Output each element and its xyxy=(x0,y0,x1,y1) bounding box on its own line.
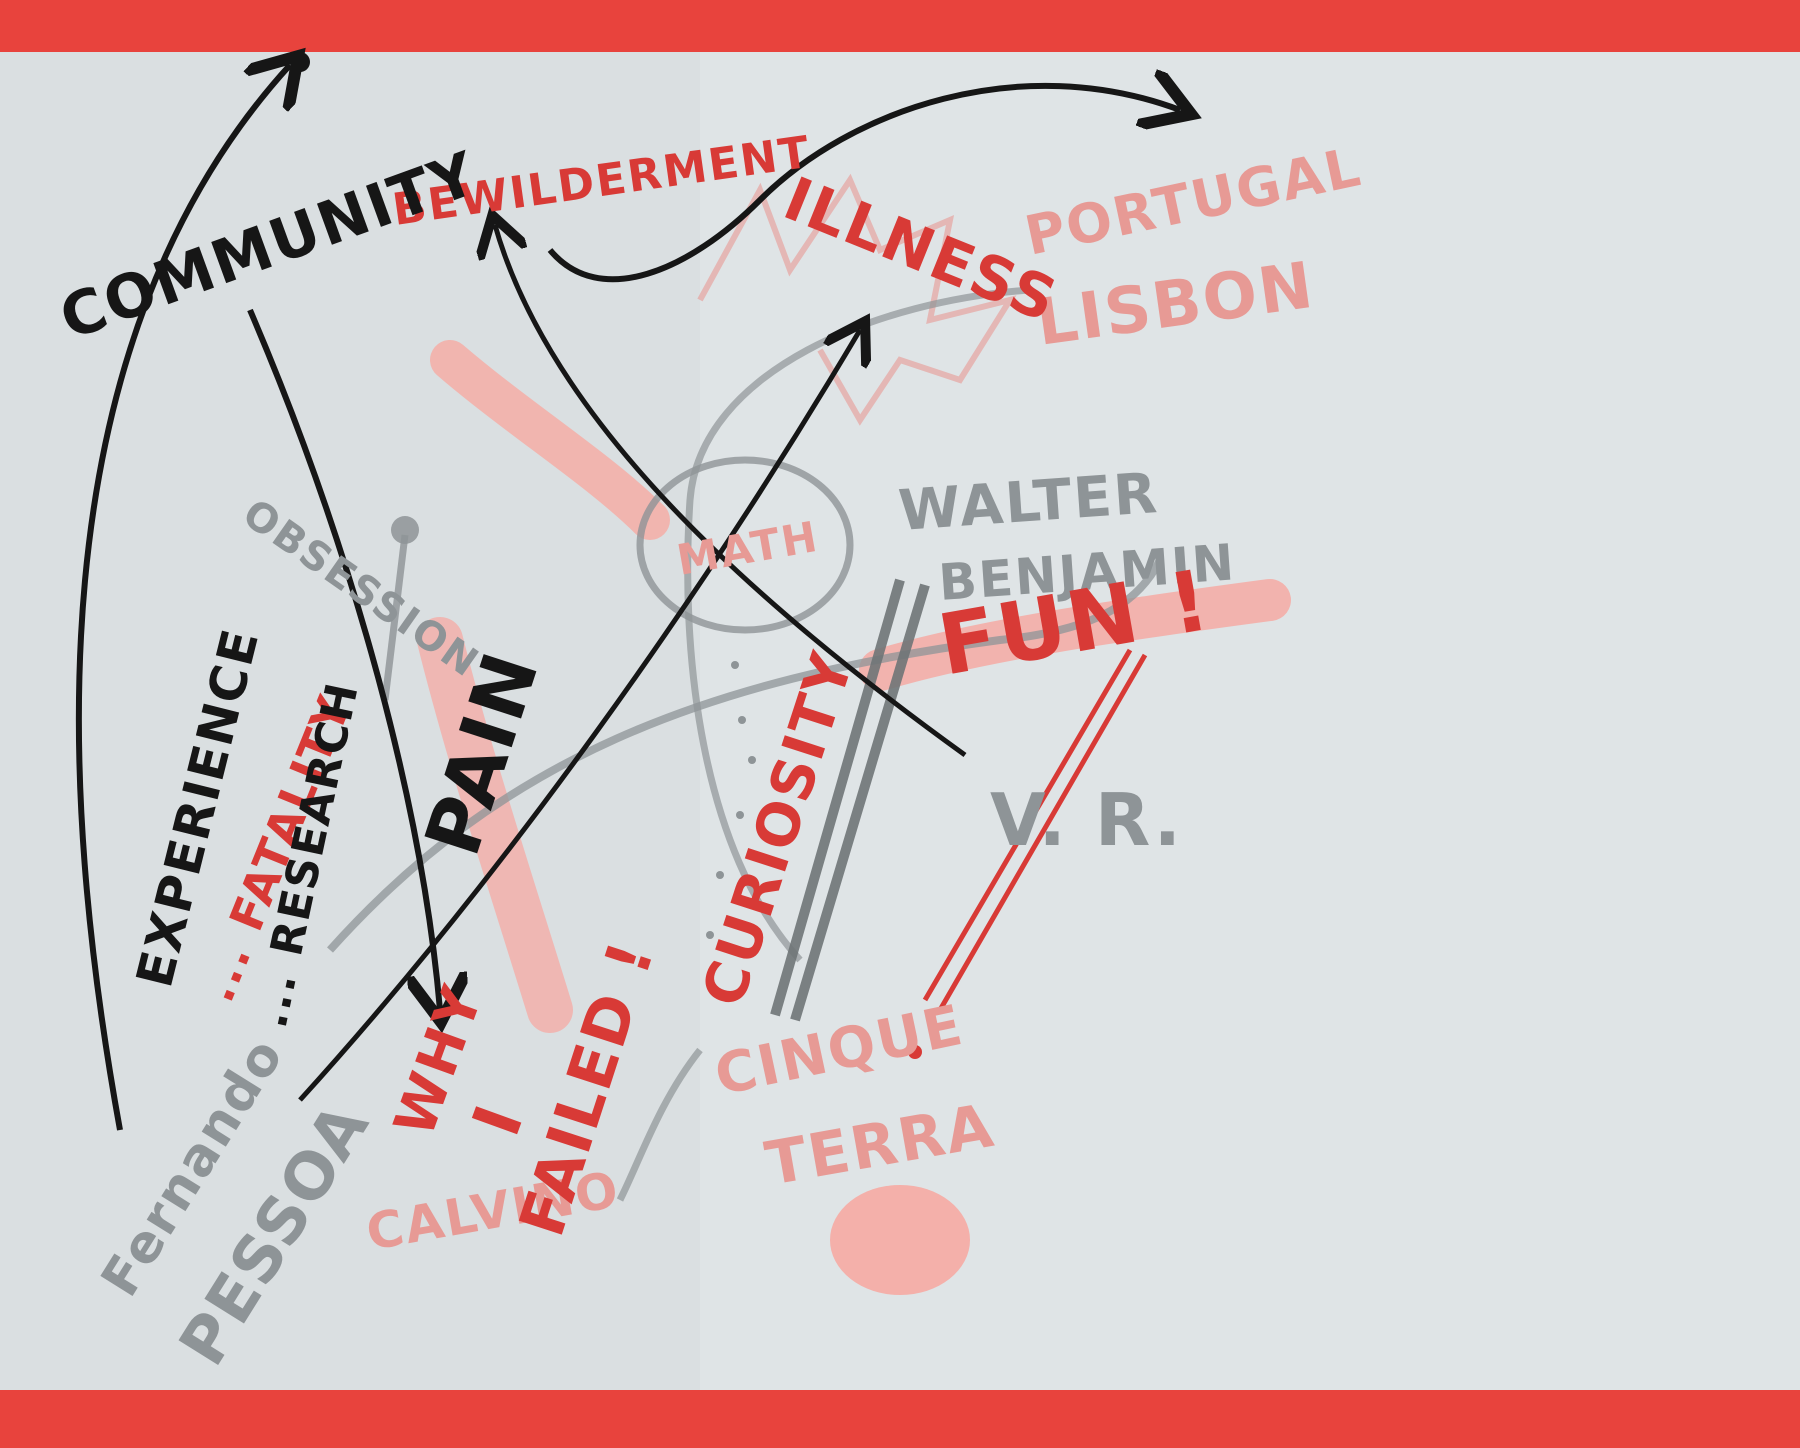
dotted-line xyxy=(706,661,756,939)
gray-curve-long xyxy=(327,558,1164,953)
pin-line xyxy=(381,534,409,701)
top-tape xyxy=(0,0,1800,60)
arrow-community-to-why xyxy=(247,308,440,1010)
math-circle xyxy=(636,456,854,634)
arrow-cross-to-bewilderment xyxy=(495,225,967,758)
highlight-stroke-left xyxy=(430,340,670,540)
gray-curve-bottom xyxy=(616,1047,703,1202)
pin-head xyxy=(391,516,419,544)
faded-zigzag xyxy=(697,173,1017,426)
arrow-top-dot xyxy=(290,52,310,72)
label-vr: V. R. xyxy=(990,778,1183,862)
red-dot xyxy=(908,1045,922,1059)
arrow-to-top xyxy=(75,65,290,1131)
highlight-blob xyxy=(830,1185,970,1295)
bottom-tape xyxy=(0,1380,1800,1448)
arrow-pessoa-to-illness xyxy=(298,330,860,1102)
double-stroke-gray xyxy=(770,578,930,1022)
gray-curve-loop xyxy=(684,286,1031,963)
highlight-stroke-diagonal xyxy=(417,617,573,1033)
arrow-illness-to-right xyxy=(547,86,1180,283)
red-double-stroke xyxy=(922,648,1148,1012)
